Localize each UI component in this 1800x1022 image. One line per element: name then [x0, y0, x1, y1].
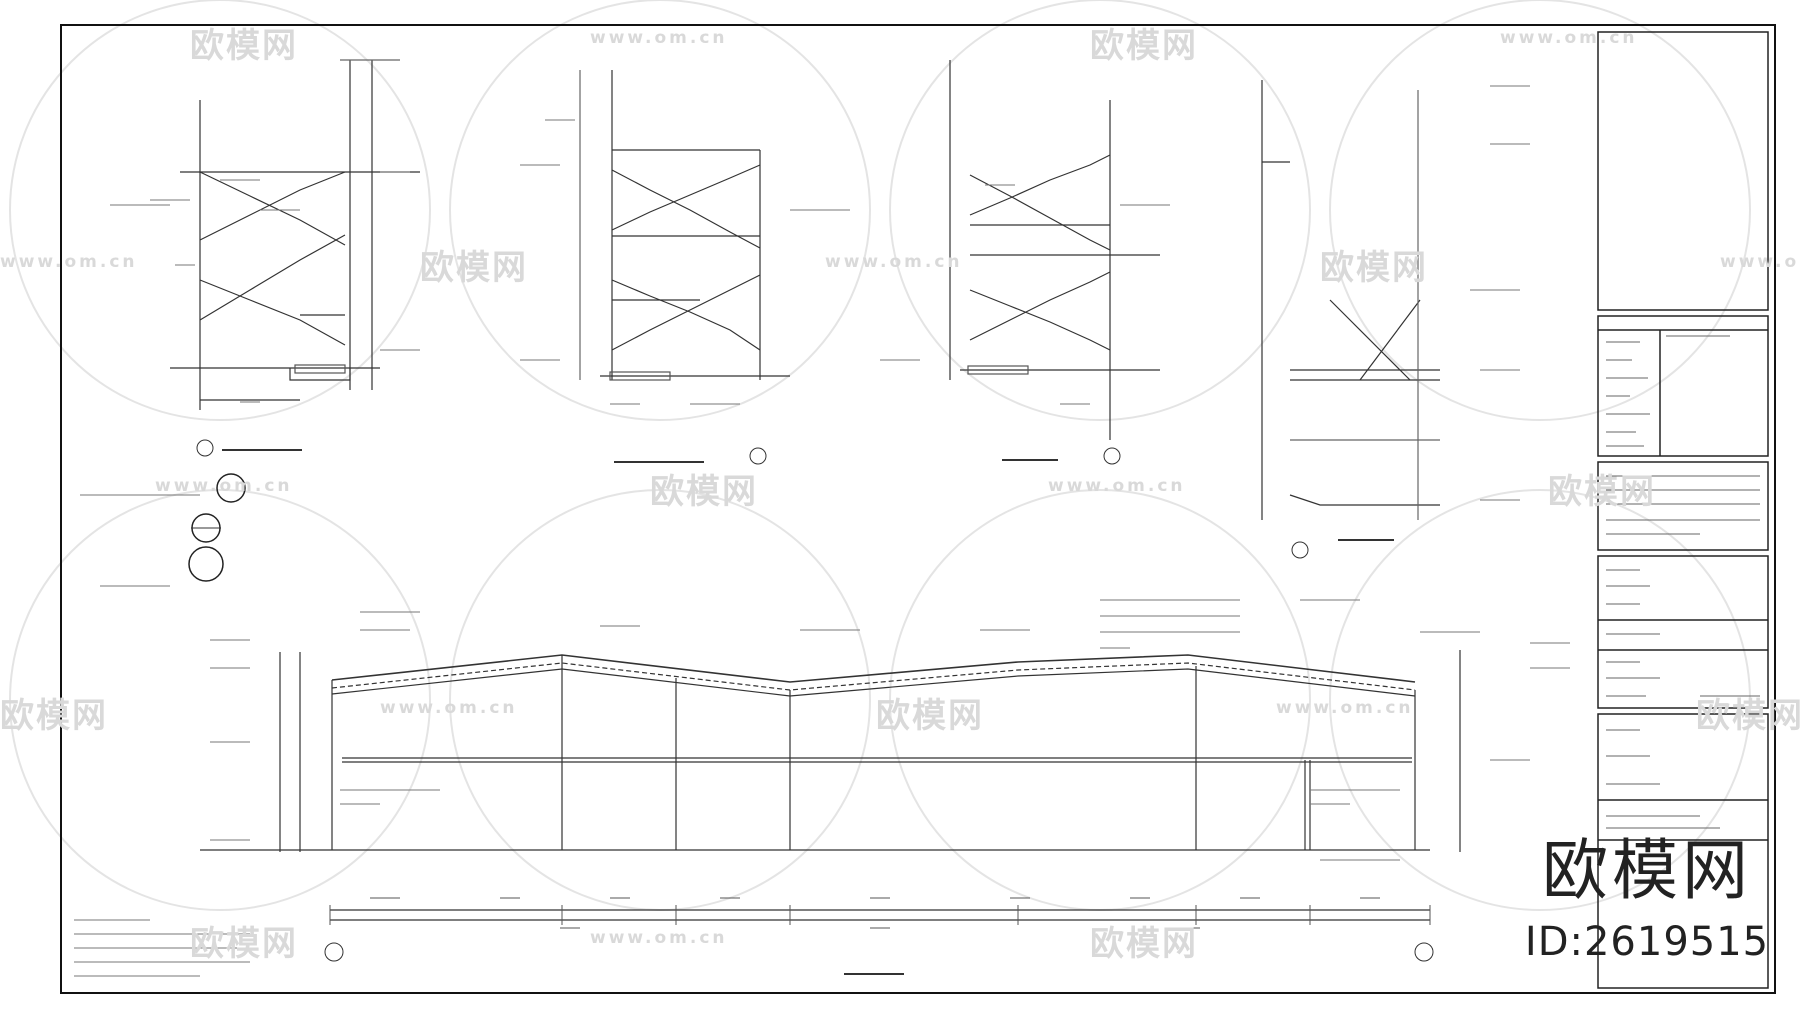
title-block: [1597, 31, 1769, 989]
sheet-border: [60, 24, 1776, 994]
watermark-logo-text: 欧模网: [1090, 26, 1198, 66]
watermark-url: www.om.cn: [590, 28, 728, 48]
stair-detail-1-text: [110, 171, 420, 403]
brand-logo-text: 欧模网: [1542, 832, 1752, 909]
detail-2-label: [614, 447, 767, 465]
watermark-url: www.om.cn: [825, 252, 963, 272]
watermark-url: www.om.cn: [590, 928, 728, 948]
watermark-circles: [9, 0, 1751, 911]
brand-id-text: ID:2619515: [1524, 919, 1770, 965]
watermark-url: www.om.cn: [380, 698, 518, 718]
roof-section-ticks: [329, 897, 1431, 929]
roof-section-title: [324, 942, 1434, 975]
watermark-logo-text: 欧模网: [190, 924, 298, 964]
watermark-logo-text: 欧模网: [1320, 248, 1428, 288]
stair-detail-1: [170, 59, 420, 410]
watermark-logo-text: 欧模网: [1090, 924, 1198, 964]
eave-detail-4: [1261, 80, 1440, 520]
stair-detail-2: [579, 70, 790, 381]
title-block-text-marks: [1606, 335, 1760, 829]
roof-section-annotations: [210, 599, 1570, 861]
watermark-url: www.om.cn: [0, 252, 138, 272]
watermark-logo-text: 欧模网: [650, 472, 758, 512]
watermark-logo-text: 欧模网: [876, 696, 984, 736]
detail-4-label: [1291, 539, 1394, 559]
watermark-url: www.om.cn: [1276, 698, 1414, 718]
stair-detail-2-text: [520, 119, 850, 405]
watermark-url: www.om.cn: [1500, 28, 1638, 48]
stair-detail-3-text: [880, 184, 1170, 405]
watermark-url: www.om.cn: [155, 476, 293, 496]
detail-3-label: [1002, 447, 1121, 465]
stair-detail-3: [949, 60, 1160, 440]
eave-detail-4-text: [1470, 85, 1530, 501]
detail-1-label: [80, 439, 302, 587]
watermark-logo-text: 欧模网: [1696, 696, 1800, 736]
watermark-logo-text: 欧模网: [190, 26, 298, 66]
general-notes: [74, 919, 250, 977]
watermark-logo-text: 欧模网: [420, 248, 528, 288]
roof-section: [200, 650, 1461, 921]
watermark-url: www.om.cn: [1048, 476, 1186, 496]
watermark-logo-text: 欧模网: [1548, 472, 1656, 512]
watermark-logo-text: 欧模网: [0, 696, 108, 736]
watermark-url: www.om.cn: [1720, 252, 1800, 272]
